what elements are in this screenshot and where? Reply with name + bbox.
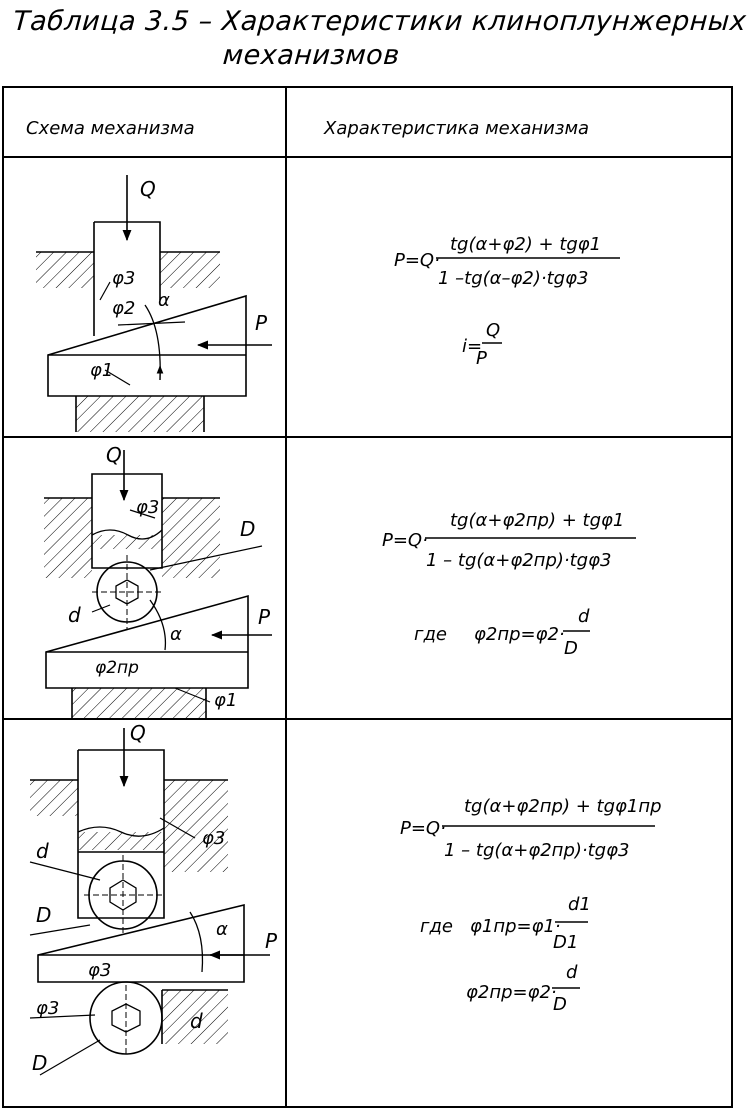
plunger [93,221,161,336]
formula-1-numerator: tg(α+φ2) + tgφ1 [450,234,601,255]
formula-1-lhs: P=Q· [394,250,440,271]
plunger-2 [91,473,163,569]
wedge [47,294,247,397]
formula-2-where: где [414,624,447,645]
label-phi2pr-2: φ2пр [95,658,139,678]
label-phi3: φ3 [112,268,135,289]
scheme-3 [29,728,270,1076]
ratio-denominator: P [476,348,487,369]
scheme-2 [44,450,272,718]
housing-left-2 [44,498,92,578]
ratio-lhs: i= [462,336,482,357]
formula-3: P=Q· tg(α+φ2пр) + tgφ1пр 1 – tg(α+φ2пр)·… [400,796,662,1015]
formula-3-def1-lhs: φ1пр=φ1· [470,916,561,937]
label-alpha-3: α [216,919,228,940]
scheme-1-labels: Q P φ3 φ2 α φ1 [90,177,268,381]
label-p-2: P [258,605,271,629]
row-divider-2 [4,718,731,720]
label-q: Q [140,177,156,201]
label-D-3-top: D [36,903,51,927]
formula-3-lhs: P=Q· [400,818,446,839]
label-phi1: φ1 [90,360,113,381]
label-phi3-3b: φ3 [88,960,111,981]
formula-1-denominator: 1 –tg(α–φ2)·tgφ3 [438,268,588,289]
formula-1: P=Q· tg(α+φ2) + tgφ1 1 –tg(α–φ2)·tgφ3 i=… [394,234,620,369]
formula-3-denominator: 1 – tg(α+φ2пр)·tgφ3 [444,840,629,861]
wedge-2 [45,594,249,689]
formula-3-def2-den: D [553,994,567,1015]
formula-2-denominator: 1 – tg(α+φ2пр)·tgφ3 [426,550,611,571]
housing-left-3 [30,780,78,816]
housing-right [160,252,220,288]
label-q-3: Q [130,721,146,745]
label-p: P [255,311,268,335]
label-phi3-2: φ3 [136,497,159,518]
formula-3-def1-num: d1 [568,894,591,915]
formula-2-def-num: d [578,606,590,627]
housing-left [36,252,94,288]
scheme-3-labels: Q P φ3 d D α φ3 φ3 d D [32,721,278,1075]
formula-3-def2-lhs: φ2пр=φ2· [466,982,557,1003]
formula-3-def2-num: d [566,962,578,983]
label-q-2: Q [106,443,122,467]
formula-3-where: где [420,916,453,937]
support-3 [162,990,228,1044]
formula-3-numerator: tg(α+φ2пр) + tgφ1пр [464,796,662,817]
header-scheme: Схема механизма [26,118,195,139]
scheme-2-labels: Q P φ3 D d α φ2пр φ1 [68,443,271,711]
label-d-3-top: d [36,839,49,863]
scheme-1 [36,175,272,432]
formula-2-numerator: tg(α+φ2пр) + tgφ1 [450,510,624,531]
label-d-2: d [68,603,81,627]
characteristics-table: Схема механизма Характеристика механизма [2,86,733,1108]
label-phi2: φ2 [112,298,135,319]
formula-2-def-lhs: φ2пр=φ2· [474,624,565,645]
header-divider [4,156,731,158]
wedge-3 [37,903,245,983]
base-2 [72,688,206,718]
formula-3-def1-den: D1 [553,932,578,953]
base-1 [76,396,204,432]
label-D-2: D [240,517,255,541]
label-p-3: P [265,929,278,953]
label-alpha: α [158,290,170,311]
label-alpha-2: α [170,624,182,645]
row-divider-1 [4,436,731,438]
formula-2: P=Q· tg(α+φ2пр) + tgφ1 1 – tg(α+φ2пр)·tg… [382,510,636,659]
label-phi1-2: φ1 [214,690,237,711]
formula-2-lhs: P=Q· [382,530,428,551]
label-d-3-bottom: d [190,1009,203,1033]
formula-2-def-den: D [564,638,578,659]
header-characteristic: Характеристика механизма [324,118,590,139]
label-D-3-bottom: D [32,1051,47,1075]
column-divider [285,88,287,1106]
housing-right-2 [162,498,220,578]
label-phi3-3c: φ3 [36,998,59,1019]
ratio-numerator: Q [486,320,500,341]
label-phi3-3a: φ3 [202,828,225,849]
plunger-3 [77,749,165,919]
